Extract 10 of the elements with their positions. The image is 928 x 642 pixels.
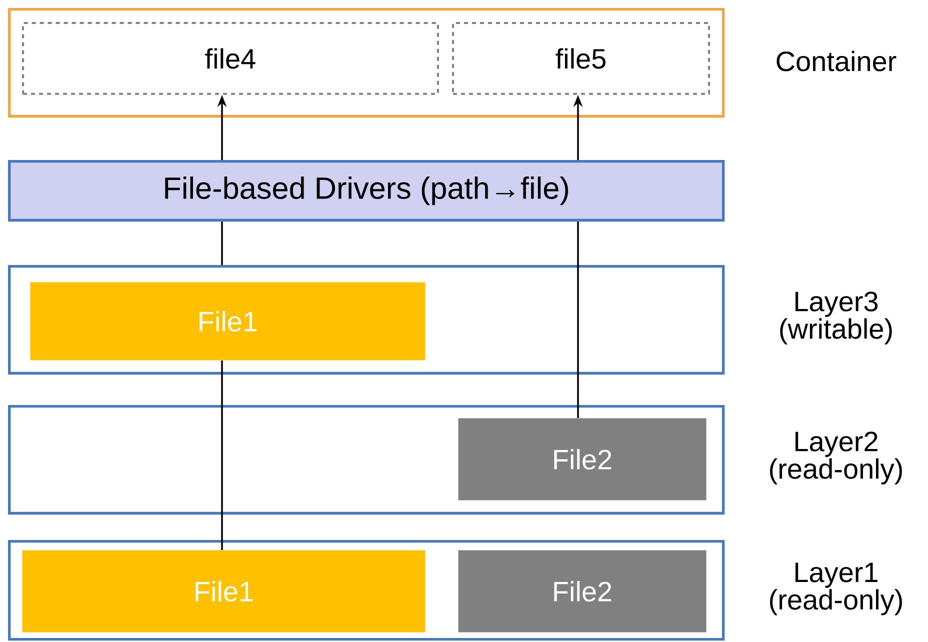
connector-line: [221, 222, 223, 265]
driver-band: File-based Drivers (path→file): [8, 160, 725, 222]
file-box: file5: [452, 22, 710, 95]
file-block: File1: [22, 550, 426, 632]
file-block: File1: [30, 282, 426, 360]
connector-line: [577, 222, 579, 418]
connector-line: [221, 360, 223, 550]
file-box: file4: [22, 22, 439, 95]
file-block: File2: [458, 418, 706, 500]
file-block: File2: [458, 550, 706, 632]
